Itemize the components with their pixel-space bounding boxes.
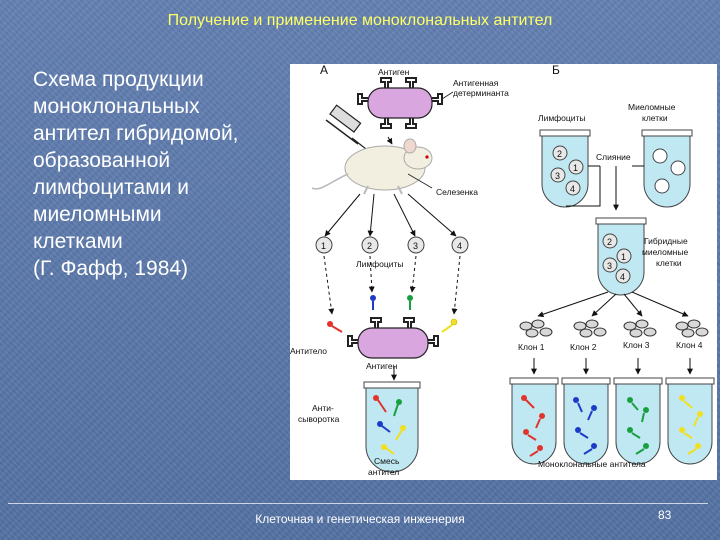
antiserum-label-2: сыворотка [298,414,340,424]
clone-label: Клон 2 [570,342,597,352]
myeloma-label-1: Миеломные [628,102,676,112]
spleen-label: Селезенка [436,187,478,197]
monoclonal-label: Моноклональные антитела [538,459,646,469]
slide-title: Получение и применение моноклональных ан… [167,12,553,29]
monoclonal-tube-blue [561,377,611,465]
clone-label: Клон 3 [623,340,650,350]
monoclonal-tube-yellow [665,377,715,465]
determinant-label-2: детерминанта [453,88,509,98]
hybrid-label-2: миеломные [642,247,688,257]
antigen-bottom [347,317,439,359]
clone-cluster [623,319,657,338]
body-line: Схема продукции [33,68,204,91]
clone-cluster [573,319,607,338]
lymphocytes-right-label: Лимфоциты [538,113,586,123]
lymphocyte: 1 [315,236,333,254]
antibody-blue [370,295,376,310]
lymphocyte-tube: 2 1 3 4 [539,129,591,208]
antigen-bottom-label: Антиген [366,361,398,371]
svg-text:4: 4 [457,241,462,251]
svg-text:2: 2 [607,237,612,247]
antibody-label: Антитело [290,346,327,356]
antigen-top [357,77,443,129]
clone-cluster [675,319,709,338]
determinant-label-1: Антигенная [453,78,499,88]
lymphocytes-left-label: Лимфоциты [356,259,404,269]
svg-text:4: 4 [570,184,575,194]
footer-text: Клеточная и генетическая инженерия [255,512,465,526]
antiserum-tube [363,381,421,473]
body-line: миеломными [33,203,162,226]
lymphocyte: 2 [361,236,379,254]
hybrid-label-3: клетки [656,258,682,268]
svg-text:1: 1 [573,163,578,173]
body-line: (Г. Фафф, 1984) [33,257,189,280]
svg-text:3: 3 [607,261,612,271]
hybrid-label-1: Гибридные [644,236,688,246]
footer-divider [8,503,708,504]
mouse-icon [311,138,433,195]
clone-label: Клон 4 [676,340,703,350]
svg-text:3: 3 [413,241,418,251]
body-line: клетками [33,230,123,253]
monoclonal-tube-red [509,377,559,465]
mixture-label-1: Смесь [374,456,400,466]
mixture-label-2: антител [368,467,399,477]
svg-text:2: 2 [557,149,562,159]
svg-text:1: 1 [321,241,326,251]
antibody-yellow [441,318,458,333]
lymphocyte: 4 [451,236,469,254]
svg-text:4: 4 [620,272,625,282]
clone-label: Клон 1 [518,342,545,352]
body-line: моноклональных [33,95,200,118]
monoclonal-antibody-diagram: А Антиген Антигенная детерминанта Селезе… [290,64,717,480]
section-a-label: А [320,64,328,77]
slide-body-text: Схема продукции моноклональных антител г… [33,66,288,282]
svg-text:2: 2 [367,241,372,251]
antibody-red [327,321,343,333]
svg-text:1: 1 [621,252,626,262]
section-b-label: Б [552,64,560,77]
myeloma-label-2: клетки [642,113,668,123]
hybrid-tube: 2 1 3 4 [595,217,647,296]
antiserum-label-1: Анти- [312,403,334,413]
antigen-top-label: Антиген [378,67,410,77]
lymphocyte: 3 [407,236,425,254]
body-line: лимфоцитами и [33,176,189,199]
svg-text:3: 3 [555,171,560,181]
myeloma-tube [641,129,693,208]
monoclonal-tube-green [613,377,663,465]
clone-cluster [519,319,553,338]
body-line: антител гибридомой, [33,122,239,145]
fusion-label: Слияние [596,152,631,162]
antibody-green [407,295,413,310]
page-number: 83 [658,508,672,522]
body-line: образованной [33,149,171,172]
